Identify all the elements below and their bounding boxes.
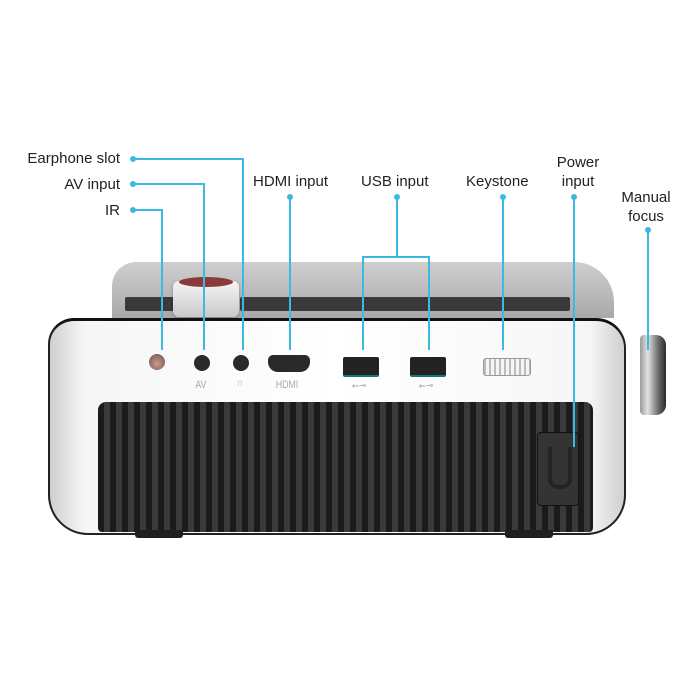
usb-port-2[interactable] <box>410 357 446 377</box>
top-focus-knob <box>173 277 239 317</box>
power-input-port[interactable] <box>537 432 579 506</box>
top-vent-slot <box>240 297 570 311</box>
label-usb-input: USB input <box>361 173 429 190</box>
label-manual-focus: Manual focus <box>614 188 678 226</box>
callout-line <box>362 256 364 350</box>
port-label-av: AV <box>195 379 207 391</box>
av-port[interactable] <box>194 355 210 371</box>
port-label-hdmi: HDMI <box>275 379 299 391</box>
label-focus-line1: Manual <box>621 189 671 206</box>
foot-right <box>505 530 553 538</box>
label-av-input: AV input <box>64 176 120 193</box>
callout-line <box>573 197 575 447</box>
earphone-port[interactable] <box>233 355 249 371</box>
foot-left <box>135 530 183 538</box>
keystone-wheel[interactable] <box>483 358 531 376</box>
ir-sensor <box>149 354 165 370</box>
label-hdmi-input: HDMI input <box>253 173 329 190</box>
callout-line <box>203 183 205 350</box>
label-power-line1: Power <box>556 154 600 171</box>
usb-icon: ⭠⊸ <box>418 380 434 392</box>
usb-port-1[interactable] <box>343 357 379 377</box>
label-power-line2: input <box>561 173 595 190</box>
label-power-input: Power input <box>548 153 608 191</box>
callout-line <box>161 209 163 350</box>
callout-line <box>396 197 398 257</box>
top-vent-slot <box>125 297 175 311</box>
label-ir: IR <box>105 202 120 219</box>
manual-focus-ring[interactable] <box>640 335 666 415</box>
port-label-earphone: ∩ <box>236 377 244 389</box>
callout-line <box>133 158 243 160</box>
label-focus-line2: focus <box>628 208 664 225</box>
callout-line <box>133 183 204 185</box>
callout-line <box>647 230 649 350</box>
usb-icon: ⭠⊸ <box>351 380 367 392</box>
callout-line <box>502 197 504 350</box>
label-earphone-slot: Earphone slot <box>27 150 120 167</box>
label-keystone: Keystone <box>466 173 529 190</box>
callout-line <box>362 256 430 258</box>
vent-grille <box>98 402 593 532</box>
callout-line <box>133 209 163 211</box>
hdmi-port[interactable] <box>268 355 310 372</box>
callout-line <box>428 256 430 350</box>
callout-line <box>289 197 291 350</box>
callout-line <box>242 158 244 350</box>
